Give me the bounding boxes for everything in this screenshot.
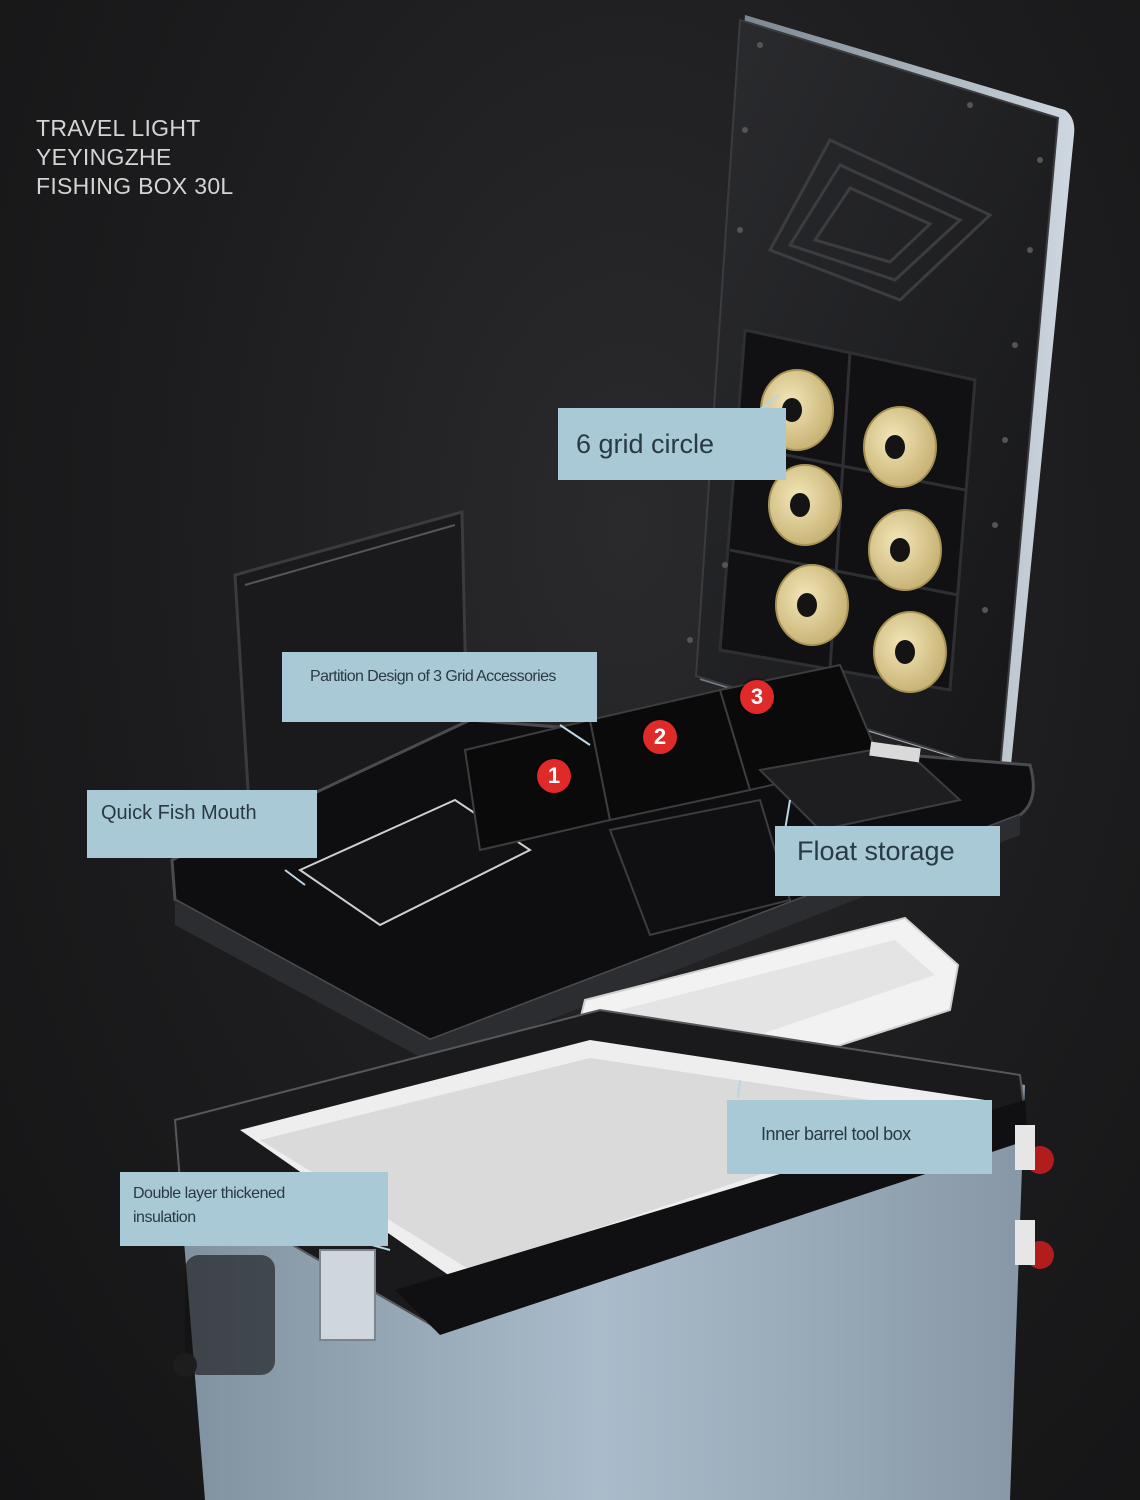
callout-label-line2: insulation [133,1209,196,1226]
badge-1: 1 [537,759,571,793]
callout-insulation: Double layer thickened insulation [120,1172,388,1246]
spool [775,564,849,646]
callout-label-line1: Double layer thickened [133,1185,285,1202]
callout-inner-barrel: Inner barrel tool box [727,1100,992,1174]
callout-label: 6 grid circle [576,428,715,459]
callout-label: Quick Fish Mouth [101,802,257,824]
title-line: YEYINGZHE [36,144,172,170]
callout-float-storage: Float storage [775,826,1000,896]
spool [863,406,937,488]
badge-3: 3 [740,680,774,714]
top-tray [170,663,1035,1065]
spool [873,611,947,693]
callout-partition: Partition Design of 3 Grid Accessories [282,652,597,722]
spool [868,509,942,591]
callout-label: Float storage [797,836,955,866]
title-line: FISHING BOX 30L [36,173,234,199]
callout-label: Partition Design of 3 Grid Accessories [310,668,556,685]
callout-quick-fish-mouth: Quick Fish Mouth [87,790,317,858]
badge-2: 2 [643,720,677,754]
spool [768,464,842,546]
title-line: TRAVEL LIGHT [36,115,201,141]
spool-set [760,369,947,693]
callout-grid-circle: 6 grid circle [558,408,786,480]
callout-label: Inner barrel tool box [761,1124,911,1144]
main-body [173,1008,1054,1500]
product-title: TRAVEL LIGHT YEYINGZHE FISHING BOX 30L [36,114,234,201]
